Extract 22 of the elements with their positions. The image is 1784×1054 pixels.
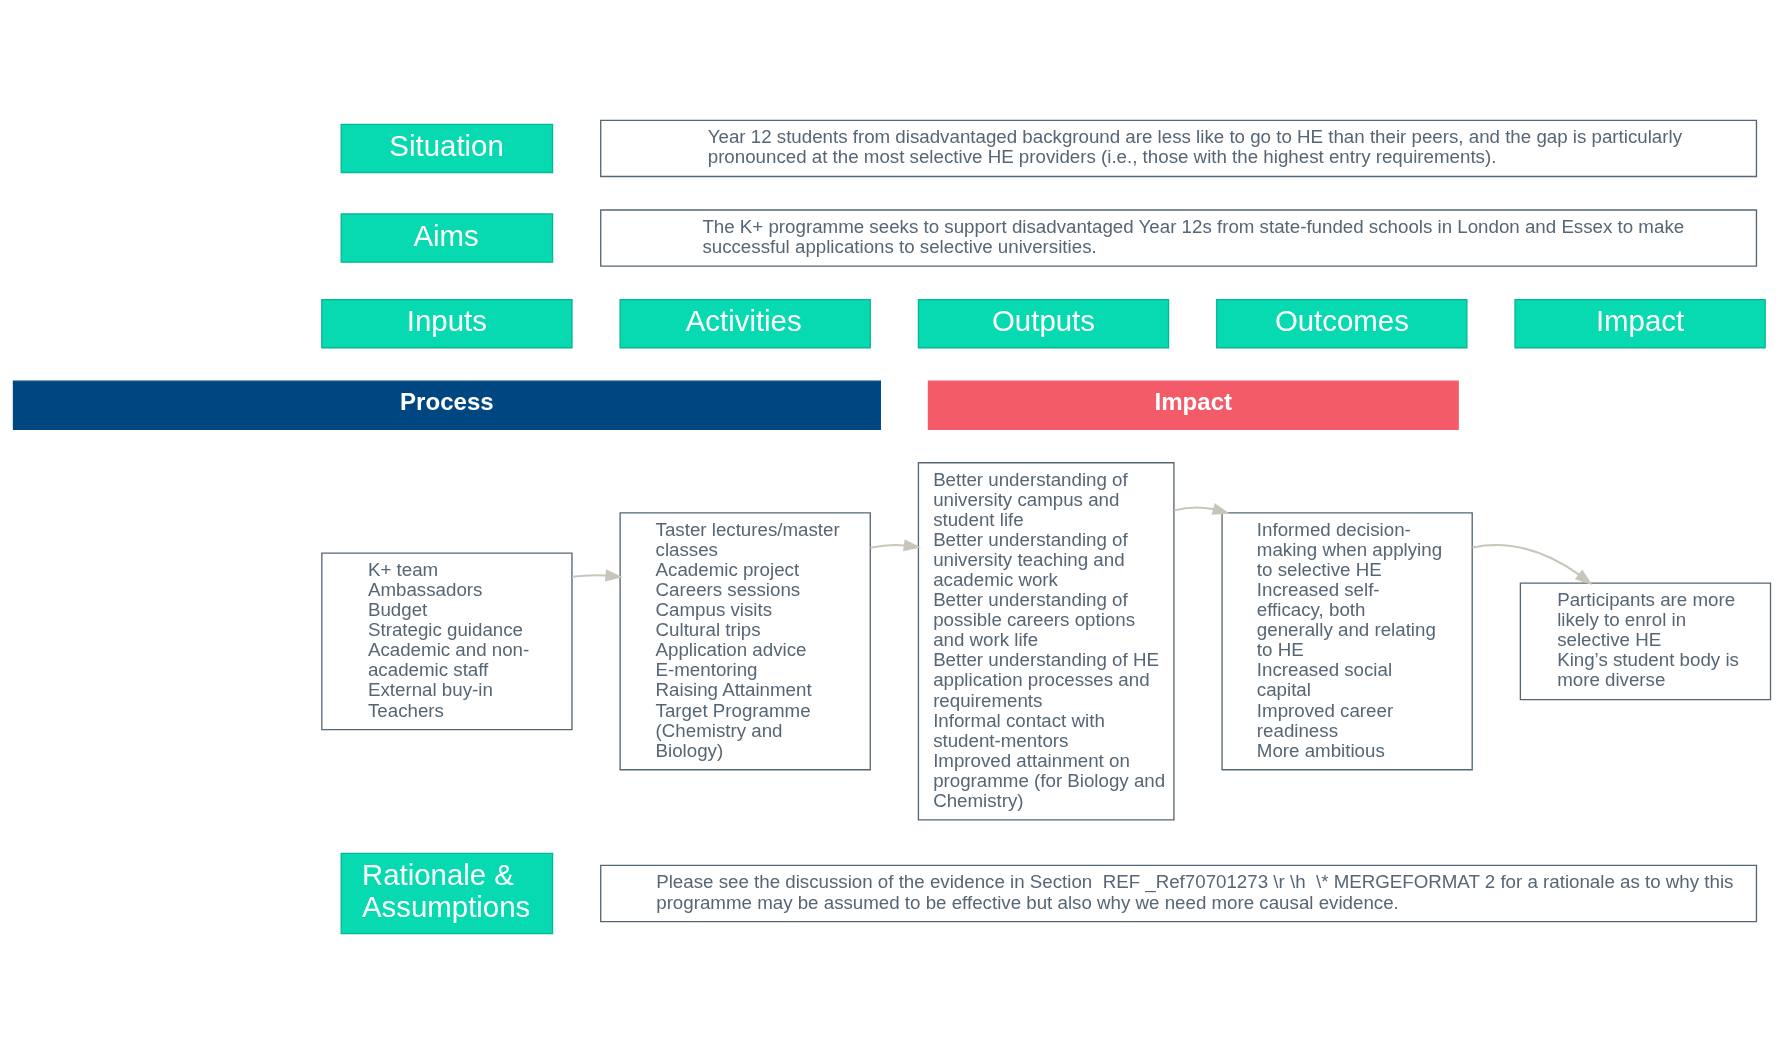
- node-box: K+ team Ambassadors Budget Strategic guidance Academic and non-academic staff External buy-in Teachers: [321, 552, 573, 731]
- node-box: Activities: [619, 298, 871, 349]
- node-box: Situation: [340, 123, 554, 174]
- arrow: [572, 569, 623, 582]
- arrow: [870, 539, 922, 552]
- node-box: Better understanding of university campus and student life Better understanding of university teaching and academic work Better understanding of possible careers options and work life Better understanding of HE application processes and requirements Informal contact with student-mentors Improved attainment on programme (for Biology and Chemistry): [917, 462, 1175, 821]
- node-box: Outputs: [917, 298, 1170, 349]
- node-box: Taster lectures/master classes Academic project Careers sessions Campus visits Cultural trips Application advice E-mentoring Raising Attainment Target Programme (Chemistry and Biology): [619, 512, 871, 771]
- node-box: Participants are more likely to enrol in selective HE King’s student body is more diverse: [1519, 582, 1772, 701]
- node-box: Rationale & Assumptions: [340, 852, 554, 935]
- node-box: Impact: [927, 380, 1459, 431]
- node-box: The K+ programme seeks to support disadvantaged Year 12s from state-funded schools in London and Essex to make successful applications to selective universities.: [600, 209, 1758, 267]
- node-box: Inputs: [321, 298, 573, 349]
- arrow: [1174, 503, 1230, 515]
- node-box: Outcomes: [1216, 298, 1468, 349]
- node-box: Aims: [340, 213, 554, 263]
- node-box: Informed decision-making when applying to selective HE Increased self-efficacy, both generally and relating to HE Increased social capital Improved career readiness More ambitious: [1221, 512, 1473, 771]
- node-box: Year 12 students from disadvantaged background are less like to go to HE than their peers, and the gap is particularly pronounced at the most selective HE providers (i.e., those with the highest entry requirements).: [600, 119, 1758, 178]
- node-box: Process: [12, 380, 881, 431]
- node-box: Impact: [1514, 298, 1766, 349]
- arrow: [1472, 544, 1593, 585]
- node-box: Please see the discussion of the evidence in Section REF _Ref70701273 \r \h \* MERGEFORMAT 2 for a rationale as to why this programme may be assumed to be effective but also why we need more causal evidence.: [600, 864, 1758, 923]
